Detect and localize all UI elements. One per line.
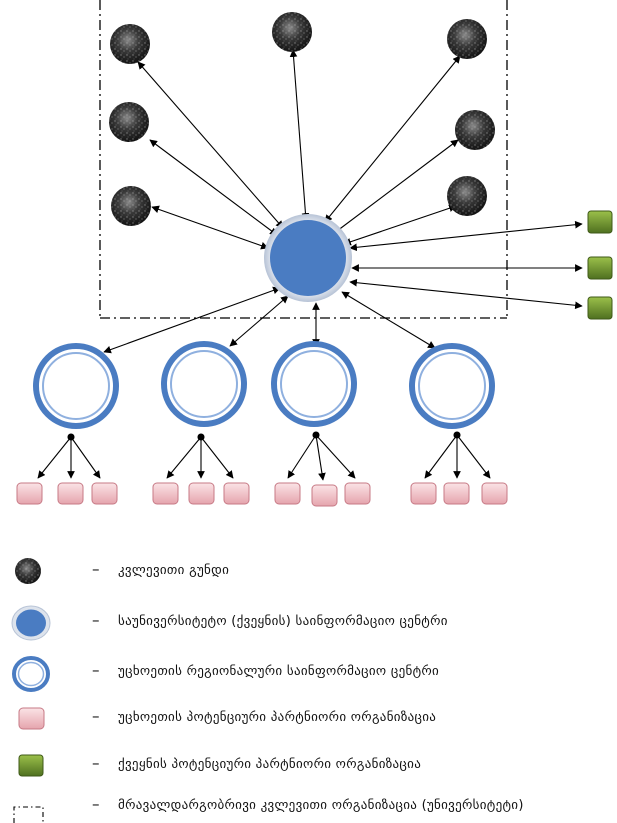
legend-label: კვლევითი გუნდი <box>118 563 230 578</box>
legend-label: მრავალდარგობრივი კვლევითი ორგანიზაცია (უ… <box>118 798 524 813</box>
research-team-icon <box>109 102 149 142</box>
foreign-partner-org-icon <box>16 482 43 505</box>
foreign-regional-center-icon <box>271 341 357 427</box>
legend-dash: – <box>92 560 100 578</box>
foreign-partner-org-icon <box>481 482 508 505</box>
foreign-regional-center-icon <box>33 343 119 429</box>
country-partner-org-icon <box>18 754 44 777</box>
legend-dash: – <box>92 611 100 629</box>
research-team-icon <box>455 110 495 150</box>
foreign-partner-org-icon <box>188 482 215 505</box>
legend-item-research-organization: – მრავალდარგობრივი კვლევითი ორგანიზაცია … <box>0 795 617 823</box>
research-team-icon <box>272 12 312 52</box>
foreign-regional-centers <box>33 341 495 429</box>
foreign-regional-center-icon <box>161 341 247 427</box>
country-partner-org-icon <box>587 256 613 280</box>
legend-dash: – <box>92 661 100 679</box>
research-team-icon <box>111 186 151 226</box>
foreign-partner-org-icon <box>443 482 470 505</box>
legend-item-research-team: – კვლევითი გუნდი <box>0 556 617 596</box>
foreign-partner-org-icon <box>274 482 301 505</box>
research-organization-boundary-icon <box>13 806 44 823</box>
legend-item-university-center: – საუნივერსიტეტო (ქვეყნის) საინფორმაციო … <box>0 605 617 645</box>
legend-dash: – <box>92 795 100 813</box>
legend-label: უცხოეთის რეგიონალური საინფორმაციო ცენტრი <box>118 664 440 679</box>
foreign-partner-org-icon <box>410 482 437 505</box>
foreign-regional-center-icon <box>409 343 495 429</box>
foreign-partner-org-icon <box>57 482 84 505</box>
country-partners <box>587 210 613 320</box>
organization-diagram <box>16 0 613 507</box>
legend-dash: – <box>92 707 100 725</box>
foreign-partner-org-icon <box>344 482 371 505</box>
university-center <box>264 214 352 302</box>
research-team-icon <box>447 19 487 59</box>
research-team-icon <box>447 176 487 216</box>
foreign-partners <box>16 482 508 507</box>
foreign-regional-center-icon <box>12 656 50 692</box>
legend-label: ქვეყნის პოტენციური პარტნიორი ორგანიზაცია <box>118 757 422 772</box>
country-partner-org-icon <box>587 210 613 234</box>
legend-dash: – <box>92 754 100 772</box>
team-arrows <box>103 49 583 354</box>
country-partner-org-icon <box>587 296 613 320</box>
foreign-partner-org-icon <box>152 482 179 505</box>
research-team-icon <box>110 24 150 64</box>
research-teams <box>109 12 495 226</box>
legend-label: საუნივერსიტეტო (ქვეყნის) საინფორმაციო ცე… <box>118 614 448 629</box>
legend-item-foreign-regional-center: – უცხოეთის რეგიონალური საინფორმაციო ცენტ… <box>0 655 617 695</box>
foreign-partner-org-icon <box>18 707 45 730</box>
foreign-partner-org-icon <box>311 484 338 507</box>
legend-item-foreign-partner-org: – უცხოეთის პოტენციური პარტნიორი ორგანიზა… <box>0 707 617 747</box>
foreign-partner-org-icon <box>223 482 250 505</box>
research-team-icon <box>15 558 41 584</box>
legend-label: უცხოეთის პოტენციური პარტნიორი ორგანიზაცი… <box>118 710 437 725</box>
legend-item-country-partner-org: – ქვეყნის პოტენციური პარტნიორი ორგანიზაც… <box>0 754 617 794</box>
foreign-partner-org-icon <box>91 482 118 505</box>
university-center-icon <box>11 605 51 641</box>
partner-arrows <box>37 431 491 481</box>
